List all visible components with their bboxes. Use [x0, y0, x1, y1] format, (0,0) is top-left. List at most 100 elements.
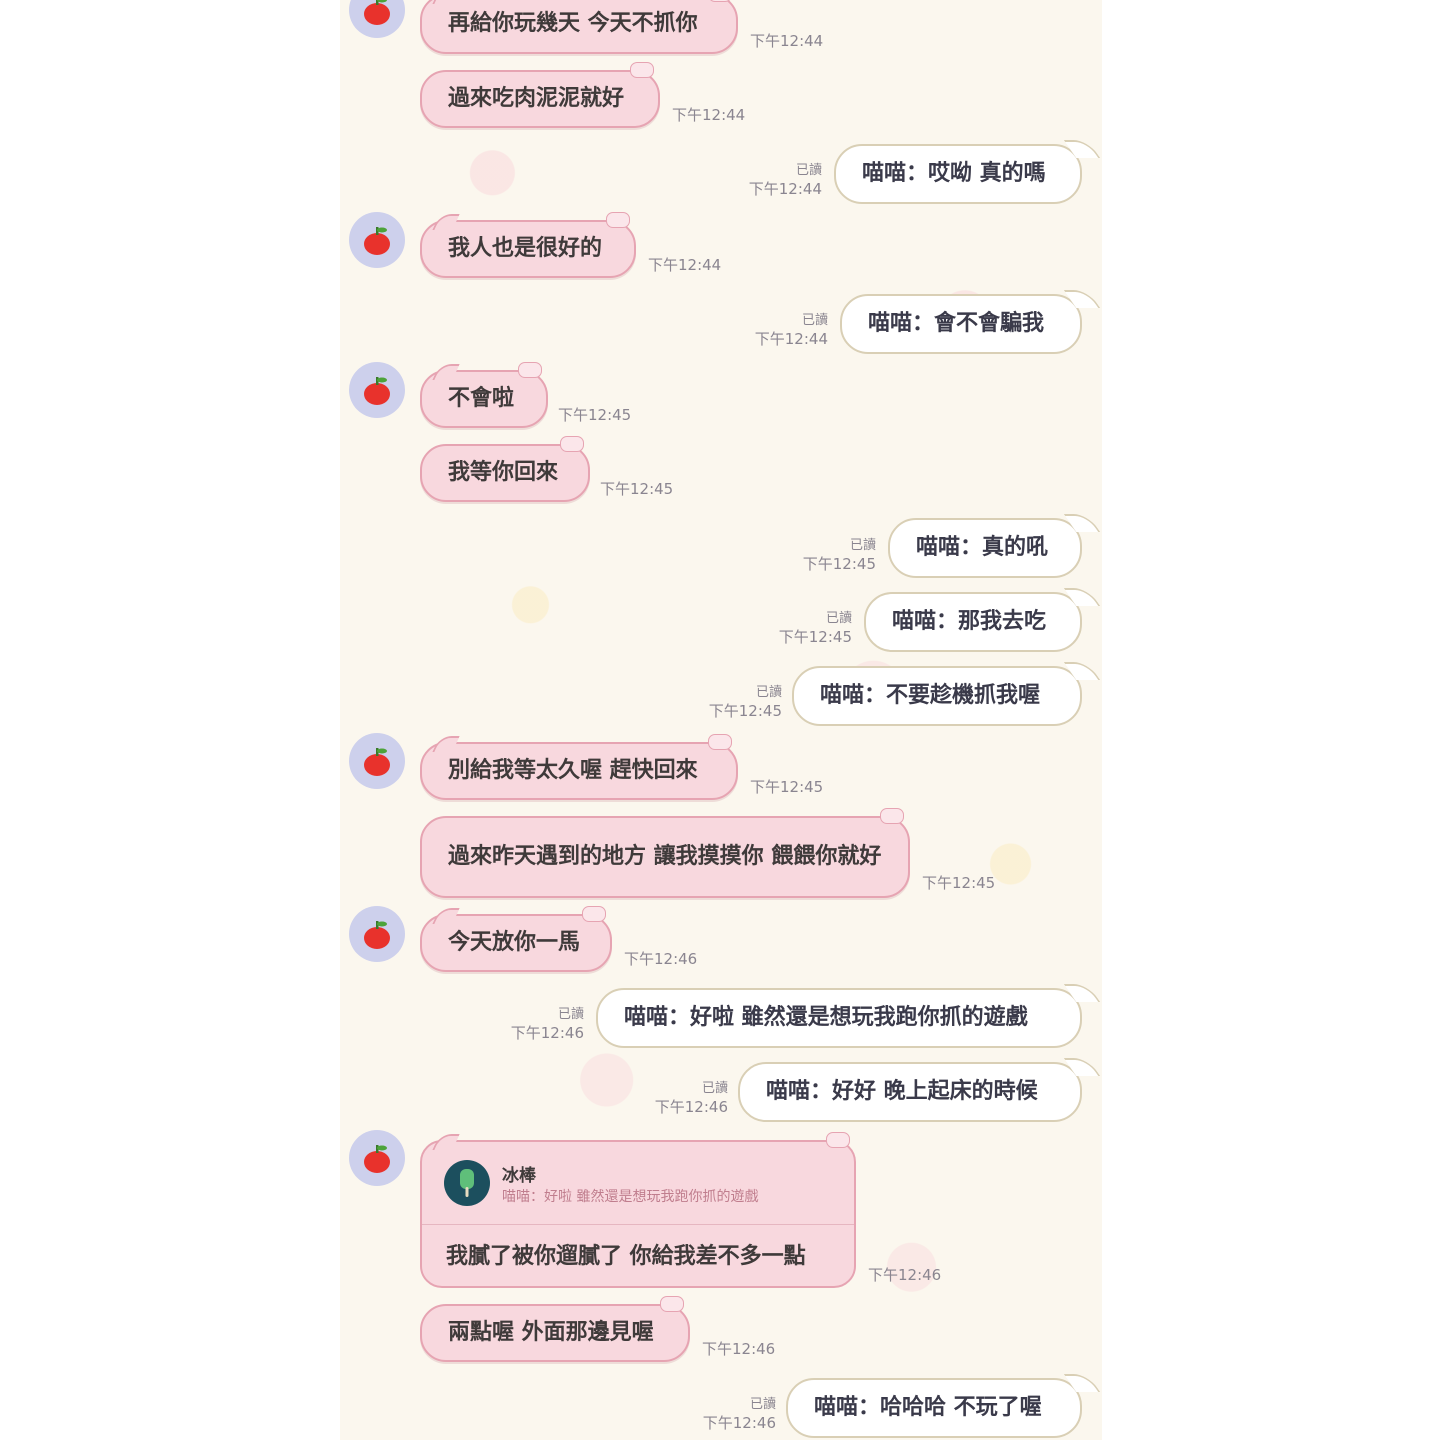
read-receipt: 已讀 — [849, 538, 876, 553]
message-text: 過來吃肉泥泥就好 — [448, 86, 625, 111]
message-text: 我人也是很好的 — [448, 236, 603, 261]
message-time: 下午12:45 — [802, 555, 876, 573]
message-meta: 下午12:45 — [750, 778, 823, 796]
message-time: 下午12:45 — [708, 702, 782, 720]
message-text: 今天放你一馬 — [448, 930, 581, 955]
message-meta: 下午12:45 — [600, 480, 673, 498]
reply-quoted-text: 喵喵：好啦 雖然還是想玩我跑你抓的遊戲 — [502, 1189, 759, 1205]
message-bubble-outgoing[interactable]: 喵喵：哈哈哈 不玩了喔 — [786, 1374, 1101, 1438]
message-time: 下午12:45 — [600, 480, 674, 498]
message-text: 喵喵：哈哈哈 不玩了喔 — [814, 1395, 1042, 1420]
message-bubble-incoming[interactable]: 我等你回來 — [420, 436, 590, 502]
message-text: 我膩了被你遛膩了 你給我差不多一點 — [446, 1244, 806, 1269]
message-bubble-incoming[interactable]: 別給我等太久喔 趕快回來 — [420, 734, 738, 800]
bubble-tail — [432, 736, 460, 752]
message-text: 再給你玩幾天 今天不抓你 — [448, 11, 698, 36]
message-meta: 下午12:45 — [922, 874, 995, 892]
message-bubble-outgoing[interactable]: 喵喵：好好 晚上起床的時候 — [738, 1058, 1101, 1122]
contact-avatar[interactable] — [349, 212, 405, 268]
message-text: 兩點喔 外面那邊見喔 — [448, 1320, 654, 1345]
message-time: 下午12:46 — [654, 1098, 728, 1116]
message-bubble-incoming[interactable]: 再給你玩幾天 今天不抓你 — [420, 0, 738, 54]
message-bubble-outgoing[interactable]: 喵喵：真的吼 — [888, 514, 1101, 578]
message-text: 我等你回來 — [448, 460, 559, 485]
read-receipt: 已讀 — [557, 1007, 584, 1022]
message-meta: 下午12:44 — [750, 32, 823, 50]
bow-decoration — [606, 212, 630, 228]
message-text: 喵喵：會不會騙我 — [868, 311, 1045, 336]
message-meta: 已讀 下午12:44 — [749, 162, 822, 198]
message-time: 下午12:45 — [558, 406, 632, 424]
message-text: 不會啦 — [448, 386, 515, 411]
read-receipt: 已讀 — [801, 313, 828, 328]
message-meta: 下午12:45 — [558, 406, 631, 424]
apple-icon — [364, 921, 390, 949]
message-bubble-incoming[interactable]: 兩點喔 外面那邊見喔 — [420, 1296, 690, 1362]
message-time: 下午12:44 — [748, 180, 822, 198]
read-receipt: 已讀 — [755, 685, 782, 700]
message-bubble-incoming[interactable]: 過來昨天遇到的地方 讓我摸摸你 餵餵你就好 — [420, 808, 910, 898]
message-time: 下午12:45 — [778, 628, 852, 646]
apple-icon — [364, 1145, 390, 1173]
bubble-tail — [1063, 588, 1101, 606]
reply-quote-header[interactable]: 冰棒 喵喵：好啦 雖然還是想玩我跑你抓的遊戲 — [422, 1142, 854, 1225]
bow-decoration — [708, 734, 732, 750]
bubble-tail — [1063, 514, 1101, 532]
message-bubble-outgoing[interactable]: 喵喵：會不會騙我 — [840, 290, 1101, 354]
message-bubble-outgoing[interactable]: 喵喵：不要趁機抓我喔 — [792, 662, 1101, 726]
message-text: 喵喵：哎呦 真的嗎 — [862, 161, 1046, 186]
bubble-tail — [1063, 290, 1101, 308]
message-text: 喵喵：好啦 雖然還是想玩我跑你抓的遊戲 — [624, 1005, 1028, 1030]
message-time: 下午12:46 — [868, 1266, 942, 1284]
bubble-tail — [1063, 984, 1101, 1002]
message-meta: 下午12:44 — [648, 256, 721, 274]
bubble-tail — [1063, 1058, 1101, 1076]
message-meta: 已讀 下午12:45 — [779, 610, 852, 646]
bow-decoration — [582, 906, 606, 922]
message-time: 下午12:45 — [750, 778, 824, 796]
message-bubble-incoming[interactable]: 不會啦 — [420, 362, 548, 428]
contact-avatar[interactable] — [349, 906, 405, 962]
message-text: 喵喵：那我去吃 — [892, 609, 1047, 634]
contact-avatar[interactable] — [349, 0, 405, 38]
message-meta: 已讀 下午12:45 — [803, 537, 876, 573]
message-text: 喵喵：不要趁機抓我喔 — [820, 683, 1041, 708]
bubble-tail — [432, 908, 460, 924]
apple-icon — [364, 748, 390, 776]
contact-avatar[interactable] — [349, 733, 405, 789]
message-bubble-incoming[interactable]: 過來吃肉泥泥就好 — [420, 62, 660, 128]
message-time: 下午12:46 — [510, 1024, 584, 1042]
bow-decoration — [708, 0, 732, 2]
message-text: 別給我等太久喔 趕快回來 — [448, 758, 698, 783]
message-bubble-incoming[interactable]: 我人也是很好的 — [420, 212, 636, 278]
message-meta: 下午12:46 — [624, 950, 697, 968]
contact-avatar[interactable] — [349, 362, 405, 418]
message-meta: 下午12:46 — [868, 1266, 941, 1284]
contact-avatar[interactable] — [349, 1130, 405, 1186]
bubble-tail — [432, 214, 460, 230]
bow-decoration — [826, 1132, 850, 1148]
reply-message-card[interactable]: 冰棒 喵喵：好啦 雖然還是想玩我跑你抓的遊戲 我膩了被你遛膩了 你給我差不多一點 — [420, 1132, 856, 1288]
message-time: 下午12:46 — [624, 950, 698, 968]
message-time: 下午12:46 — [702, 1340, 776, 1358]
message-meta: 已讀 下午12:46 — [511, 1006, 584, 1042]
bow-decoration — [630, 62, 654, 78]
message-bubble-incoming[interactable]: 今天放你一馬 — [420, 906, 612, 972]
apple-icon — [364, 227, 390, 255]
message-bubble-outgoing[interactable]: 喵喵：那我去吃 — [864, 588, 1101, 652]
read-receipt: 已讀 — [825, 611, 852, 626]
bubble-tail — [432, 0, 460, 4]
reply-sender-name: 冰棒 — [502, 1166, 536, 1186]
message-meta: 已讀 下午12:46 — [655, 1080, 728, 1116]
message-bubble-outgoing[interactable]: 喵喵：好啦 雖然還是想玩我跑你抓的遊戲 — [596, 984, 1101, 1048]
message-text: 過來昨天遇到的地方 讓我摸摸你 餵餵你就好 — [448, 844, 882, 869]
message-time: 下午12:44 — [648, 256, 722, 274]
message-meta: 已讀 下午12:44 — [755, 312, 828, 348]
popsicle-icon — [460, 1169, 474, 1197]
message-text: 喵喵：真的吼 — [916, 535, 1049, 560]
message-bubble-outgoing[interactable]: 喵喵：哎呦 真的嗎 — [834, 140, 1101, 204]
message-time: 下午12:44 — [672, 106, 746, 124]
message-meta: 下午12:44 — [672, 106, 745, 124]
chat-area[interactable]: 再給你玩幾天 今天不抓你 下午12:44 過來吃肉泥泥就好 下午12:44 喵喵… — [340, 0, 1102, 1440]
message-meta: 下午12:46 — [702, 1340, 775, 1358]
